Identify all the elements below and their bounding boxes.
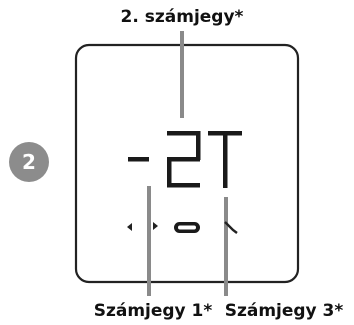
digit-1-minus [128, 157, 149, 162]
device-display-frame [74, 43, 300, 284]
step-badge-number: 2 [22, 150, 36, 174]
digit-3-t [208, 131, 242, 188]
step-badge [9, 142, 49, 182]
pill-icon [174, 222, 200, 233]
arrow-left-icon [127, 223, 132, 231]
segment-display [128, 131, 242, 188]
label-digit-2: 2. számjegy* [121, 7, 244, 27]
label-digit-1: Számjegy 1* [94, 301, 213, 321]
arrow-right-icon [153, 222, 158, 230]
digit-2-two [167, 131, 201, 188]
check-icon [224, 221, 238, 234]
label-digit-3: Számjegy 3* [225, 301, 344, 321]
